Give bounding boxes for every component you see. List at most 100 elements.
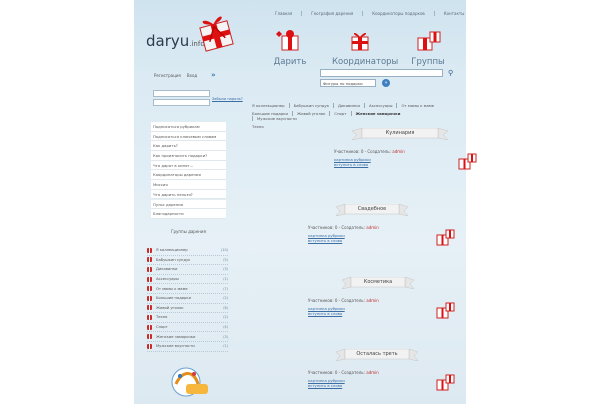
nav-geography-link[interactable]: География дарения <box>302 11 364 16</box>
group-count: (5) <box>223 257 228 262</box>
gift-small-icon <box>147 334 152 340</box>
card-links: картинка рубрики вступить в слово <box>308 233 345 243</box>
card-join-link[interactable]: вступить в слово <box>334 161 369 167</box>
sidebar-menu-item[interactable]: Что дарить нельзя? <box>151 189 226 200</box>
nav-home-link[interactable]: Главная <box>266 11 303 16</box>
group-item[interactable]: Аксессуары(1) <box>147 275 228 285</box>
tag-link-active[interactable]: Женские заморочки <box>350 111 405 116</box>
ribbon-banner-icon <box>336 204 408 216</box>
card-links: картинка рубрики вступить в слово <box>334 157 371 167</box>
group-item[interactable]: Техно (2) <box>147 313 228 323</box>
sidebar-menu-item[interactable]: Координаторы дарения <box>151 170 226 180</box>
login-arrow-icon[interactable]: » <box>211 71 216 79</box>
category-groups[interactable]: Группы <box>408 26 448 67</box>
register-link[interactable]: Регистрация <box>154 72 181 78</box>
gift-small-icon <box>147 314 152 320</box>
tag-link[interactable]: Спорт <box>329 111 350 116</box>
tag-row: Техно <box>252 124 452 129</box>
card-info: Участников: 0 - Создатель: admin <box>308 370 379 375</box>
card-info: Участников: 0 - Создатель: admin <box>308 225 379 230</box>
card-image-link[interactable]: картинка рубрики <box>308 378 345 383</box>
tag-link[interactable]: Мужские вкусности <box>252 116 301 121</box>
tag-link[interactable]: От мамы к маме <box>396 103 438 108</box>
gift-people-icon <box>351 32 369 51</box>
card-join-link[interactable]: вступить в слово <box>308 310 343 316</box>
sidebar-menu-item[interactable]: Подписаться ключевым словам <box>151 131 226 142</box>
group-label: Большие подарки <box>156 296 191 301</box>
card-info: Участников: 0 - Создатель: admin <box>334 149 405 154</box>
group-item[interactable]: Бабушкин сундук(5) <box>147 256 228 266</box>
group-count: (2) <box>223 315 228 320</box>
card-image-link[interactable]: картинка рубрики <box>334 157 371 162</box>
search-icon[interactable]: ⚲ <box>448 69 454 77</box>
gift-small-icon <box>147 257 152 263</box>
group-count: (1) <box>223 277 228 282</box>
sidebar-menu-item[interactable]: Миссия <box>151 180 226 190</box>
creator-link[interactable]: admin <box>392 149 405 154</box>
nav-coordinators-link[interactable]: Координаторы подарков <box>363 11 435 16</box>
tag-link[interactable]: Бабушкин сундук <box>288 103 333 108</box>
creator-link[interactable]: admin <box>366 225 379 230</box>
card-title[interactable]: Осталась треть <box>356 351 398 357</box>
sidebar-menu-item[interactable]: Благодарности <box>151 209 226 219</box>
group-label: Женские заморочки <box>156 334 196 339</box>
card-join-link[interactable]: вступить в слово <box>308 237 343 243</box>
gift-card-icon <box>436 302 455 319</box>
login-link[interactable]: Вход <box>186 72 198 78</box>
sidebar-menu-item[interactable]: Что дарят в кипят... <box>151 160 226 171</box>
card-image-link[interactable]: картинка рубрики <box>308 233 345 238</box>
group-count: (3) <box>223 334 228 339</box>
group-item[interactable]: Женские заморочки (3) <box>147 332 228 342</box>
group-item[interactable]: Диковинки(3) <box>147 265 228 275</box>
sidebar-menu-item[interactable]: Пульс дарения <box>151 199 226 209</box>
group-item[interactable]: Спорт(4) <box>147 323 228 333</box>
site-logo[interactable]: daryu.info <box>146 32 205 50</box>
sidebar-menu-item[interactable]: Как произносить подарки? <box>151 151 226 161</box>
partner-logo-icon[interactable] <box>164 364 214 400</box>
sidebar-menu-item[interactable]: Как дарить? <box>151 141 226 151</box>
group-item[interactable]: Большие подарки(2) <box>147 294 228 304</box>
group-label: Техно <box>156 315 168 320</box>
group-card: Кулинария Участников: 0 - Создатель: adm… <box>326 128 482 192</box>
forgot-password-link[interactable]: Забыли пароль? <box>212 97 243 101</box>
search-filter-select[interactable]: Фигуры по подарки <box>320 79 376 87</box>
tag-link[interactable]: Аксессуары <box>364 103 396 108</box>
card-links: картинка рубрики вступить в слово <box>308 306 345 316</box>
tag-cloud: Я коллекционер Бабушкин сундук Диковинки… <box>252 103 452 132</box>
tag-link[interactable]: Диковинки <box>333 103 364 108</box>
category-coordinators[interactable]: Координаторы <box>332 26 398 67</box>
card-links: картинка рубрики вступить в слово <box>308 378 345 388</box>
group-item[interactable]: Я коллекционер(10) <box>147 246 228 256</box>
tag-link[interactable]: Большие подарки <box>252 111 289 116</box>
card-join-link[interactable]: вступить в слово <box>308 382 343 388</box>
card-title[interactable]: Свадебное <box>357 206 387 212</box>
gift-small-icon <box>147 247 152 253</box>
creator-link[interactable]: admin <box>366 370 379 375</box>
card-members: Участников: 0 - Создатель: <box>334 149 393 154</box>
tag-link[interactable]: Живой уголок <box>292 111 329 116</box>
gift-small-icon <box>147 305 152 311</box>
category-give[interactable]: Дарить <box>270 26 310 67</box>
group-item[interactable]: Живой уголок (6) <box>147 304 228 314</box>
card-image-link[interactable]: картинка рубрики <box>308 306 345 311</box>
group-label: Живой уголок <box>156 305 184 310</box>
tag-link[interactable]: Техно <box>252 124 264 129</box>
group-label: Мужские вкусности <box>156 344 195 349</box>
logo-suffix: .info <box>189 40 205 48</box>
sidebar-menu-item[interactable]: Подписаться рубрикам <box>151 122 226 132</box>
group-item[interactable]: От мамы к маме(7) <box>147 284 228 294</box>
tag-link[interactable]: Я коллекционер <box>252 103 285 108</box>
card-title[interactable]: Кулинария <box>385 130 415 136</box>
password-field[interactable] <box>153 99 210 106</box>
group-count: (6) <box>223 305 228 310</box>
group-item[interactable]: Мужские вкусности(1) <box>147 342 228 352</box>
search-input[interactable] <box>320 69 443 77</box>
nav-contacts-link[interactable]: Контакты <box>443 11 465 16</box>
search-go-button[interactable]: » <box>382 79 390 87</box>
username-field[interactable] <box>153 90 210 97</box>
sidebar-menu: Подписаться рубрикам Подписаться ключевы… <box>151 122 226 219</box>
creator-link[interactable]: admin <box>366 298 379 303</box>
card-title[interactable]: Косметика <box>363 279 393 285</box>
group-card: Осталась треть Участников: 0 - Создатель… <box>300 349 456 404</box>
